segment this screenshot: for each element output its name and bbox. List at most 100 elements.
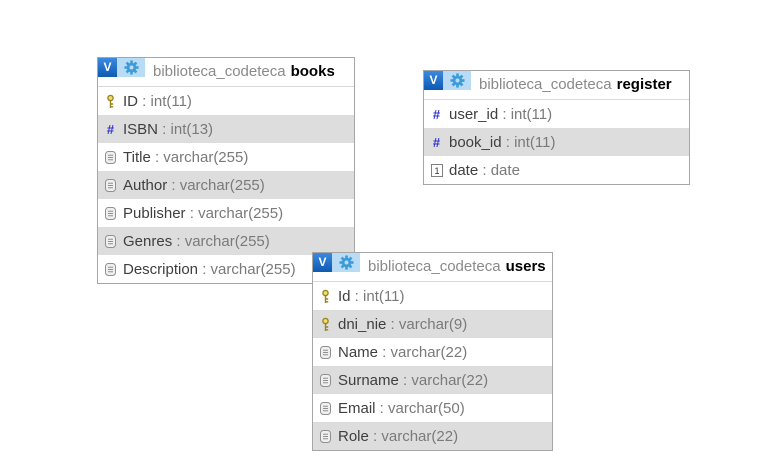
- field-row-user_id[interactable]: # user_id : int(11): [424, 100, 689, 128]
- field-row-email[interactable]: Email : varchar(50): [313, 394, 552, 422]
- table-options-button[interactable]: [332, 253, 360, 272]
- text-icon: [103, 150, 118, 164]
- field-separator: :: [158, 120, 171, 138]
- field-type: int(11): [510, 105, 553, 123]
- field-name: book_id: [449, 133, 502, 151]
- field-type: varchar(50): [388, 399, 465, 417]
- field-type: varchar(9): [398, 315, 468, 333]
- table-options-button[interactable]: [443, 71, 471, 90]
- field-type: varchar(22): [381, 427, 459, 445]
- field-row-date[interactable]: 1 date : date: [424, 156, 689, 184]
- text-icon: [103, 178, 118, 192]
- table-name: books: [290, 63, 335, 80]
- field-type: varchar(22): [390, 343, 468, 361]
- database-name: biblioteca_codeteca: [153, 63, 286, 80]
- field-list: ID : int(11) # ISBN : int(13) Title : varch…: [98, 87, 354, 283]
- text-icon: [318, 401, 333, 415]
- field-row-book_id[interactable]: # book_id : int(11): [424, 128, 689, 156]
- field-name: ID: [123, 92, 138, 110]
- field-separator: :: [167, 176, 180, 194]
- field-type: date: [490, 161, 520, 179]
- field-separator: :: [378, 343, 391, 361]
- field-row-id[interactable]: ID : int(11): [98, 87, 354, 115]
- toggle-fields-button[interactable]: V: [98, 58, 117, 77]
- field-name: Email: [338, 399, 376, 417]
- text-icon: [103, 234, 118, 248]
- field-separator: :: [375, 399, 389, 417]
- field-row-publisher[interactable]: Publisher : varchar(255): [98, 199, 354, 227]
- field-type: int(11): [150, 92, 192, 110]
- field-separator: :: [368, 427, 382, 445]
- toggle-fields-button[interactable]: V: [313, 253, 332, 272]
- field-row-dni_nie[interactable]: dni_nie : varchar(9): [313, 310, 552, 338]
- field-name: user_id: [449, 105, 499, 123]
- table-header[interactable]: V: [98, 58, 354, 87]
- field-name: Id: [338, 287, 351, 305]
- field-type: varchar(255): [179, 176, 265, 194]
- field-name: Author: [123, 176, 168, 194]
- field-row-description[interactable]: Description : varchar(255): [98, 255, 354, 283]
- table-users: V: [312, 252, 553, 451]
- field-row-genres[interactable]: Genres : varchar(255): [98, 227, 354, 255]
- field-row-author[interactable]: Author : varchar(255): [98, 171, 354, 199]
- field-separator: :: [172, 232, 185, 250]
- hash-icon: #: [432, 106, 441, 122]
- field-row-name[interactable]: Name : varchar(22): [313, 338, 552, 366]
- key-icon: [318, 317, 333, 332]
- field-name: Role: [338, 427, 369, 445]
- table-options-button[interactable]: [117, 58, 145, 77]
- calendar-icon: 1: [429, 163, 444, 177]
- field-list: # user_id : int(11) # book_id : int(11) 1 dat…: [424, 100, 689, 184]
- field-name: Title: [123, 148, 151, 166]
- hash-icon: #: [432, 134, 441, 150]
- hash-icon: #: [106, 121, 115, 137]
- field-name: ISBN: [123, 120, 159, 138]
- field-type: varchar(255): [198, 204, 284, 222]
- field-separator: :: [501, 133, 515, 151]
- database-name: biblioteca_codeteca: [368, 258, 501, 275]
- field-type: int(11): [363, 287, 405, 305]
- text-icon: [318, 429, 333, 443]
- field-list: Id : int(11)dni_nie : varchar(9)Name : v…: [313, 282, 552, 450]
- key-icon: [318, 289, 333, 304]
- table-books: V: [97, 57, 355, 284]
- svg-text:1: 1: [434, 165, 439, 175]
- field-row-isbn[interactable]: # ISBN : int(13): [98, 115, 354, 143]
- field-row-role[interactable]: Role : varchar(22): [313, 422, 552, 450]
- table-register: V: [423, 70, 690, 185]
- field-name: Name: [338, 343, 379, 361]
- gear-icon: [338, 255, 354, 270]
- table-header[interactable]: V: [313, 253, 552, 282]
- database-name: biblioteca_codeteca: [479, 76, 612, 93]
- text-icon: [318, 345, 333, 359]
- field-row-surname[interactable]: Surname : varchar(22): [313, 366, 552, 394]
- field-name: Genres: [123, 232, 173, 250]
- text-icon: [103, 206, 118, 220]
- text-icon: [103, 262, 118, 276]
- field-type: int(11): [514, 133, 556, 151]
- field-name: Surname: [338, 371, 399, 389]
- field-separator: :: [478, 161, 491, 179]
- field-separator: :: [350, 287, 364, 305]
- field-separator: :: [498, 105, 511, 123]
- field-separator: :: [138, 92, 151, 110]
- gear-icon: [449, 73, 465, 88]
- table-name: users: [505, 258, 546, 275]
- key-icon: [103, 94, 118, 109]
- gear-icon: [123, 60, 139, 75]
- field-separator: :: [398, 371, 412, 389]
- toggle-fields-button[interactable]: V: [424, 71, 443, 90]
- field-separator: :: [198, 260, 211, 278]
- field-name: date: [449, 161, 479, 179]
- field-separator: :: [150, 148, 164, 166]
- table-name: register: [616, 76, 672, 93]
- table-header[interactable]: V: [424, 71, 689, 100]
- text-icon: [318, 373, 333, 387]
- field-row-title[interactable]: Title : varchar(255): [98, 143, 354, 171]
- field-row-id[interactable]: Id : int(11): [313, 282, 552, 310]
- field-type: int(13): [170, 120, 214, 138]
- field-name: Description: [123, 260, 199, 278]
